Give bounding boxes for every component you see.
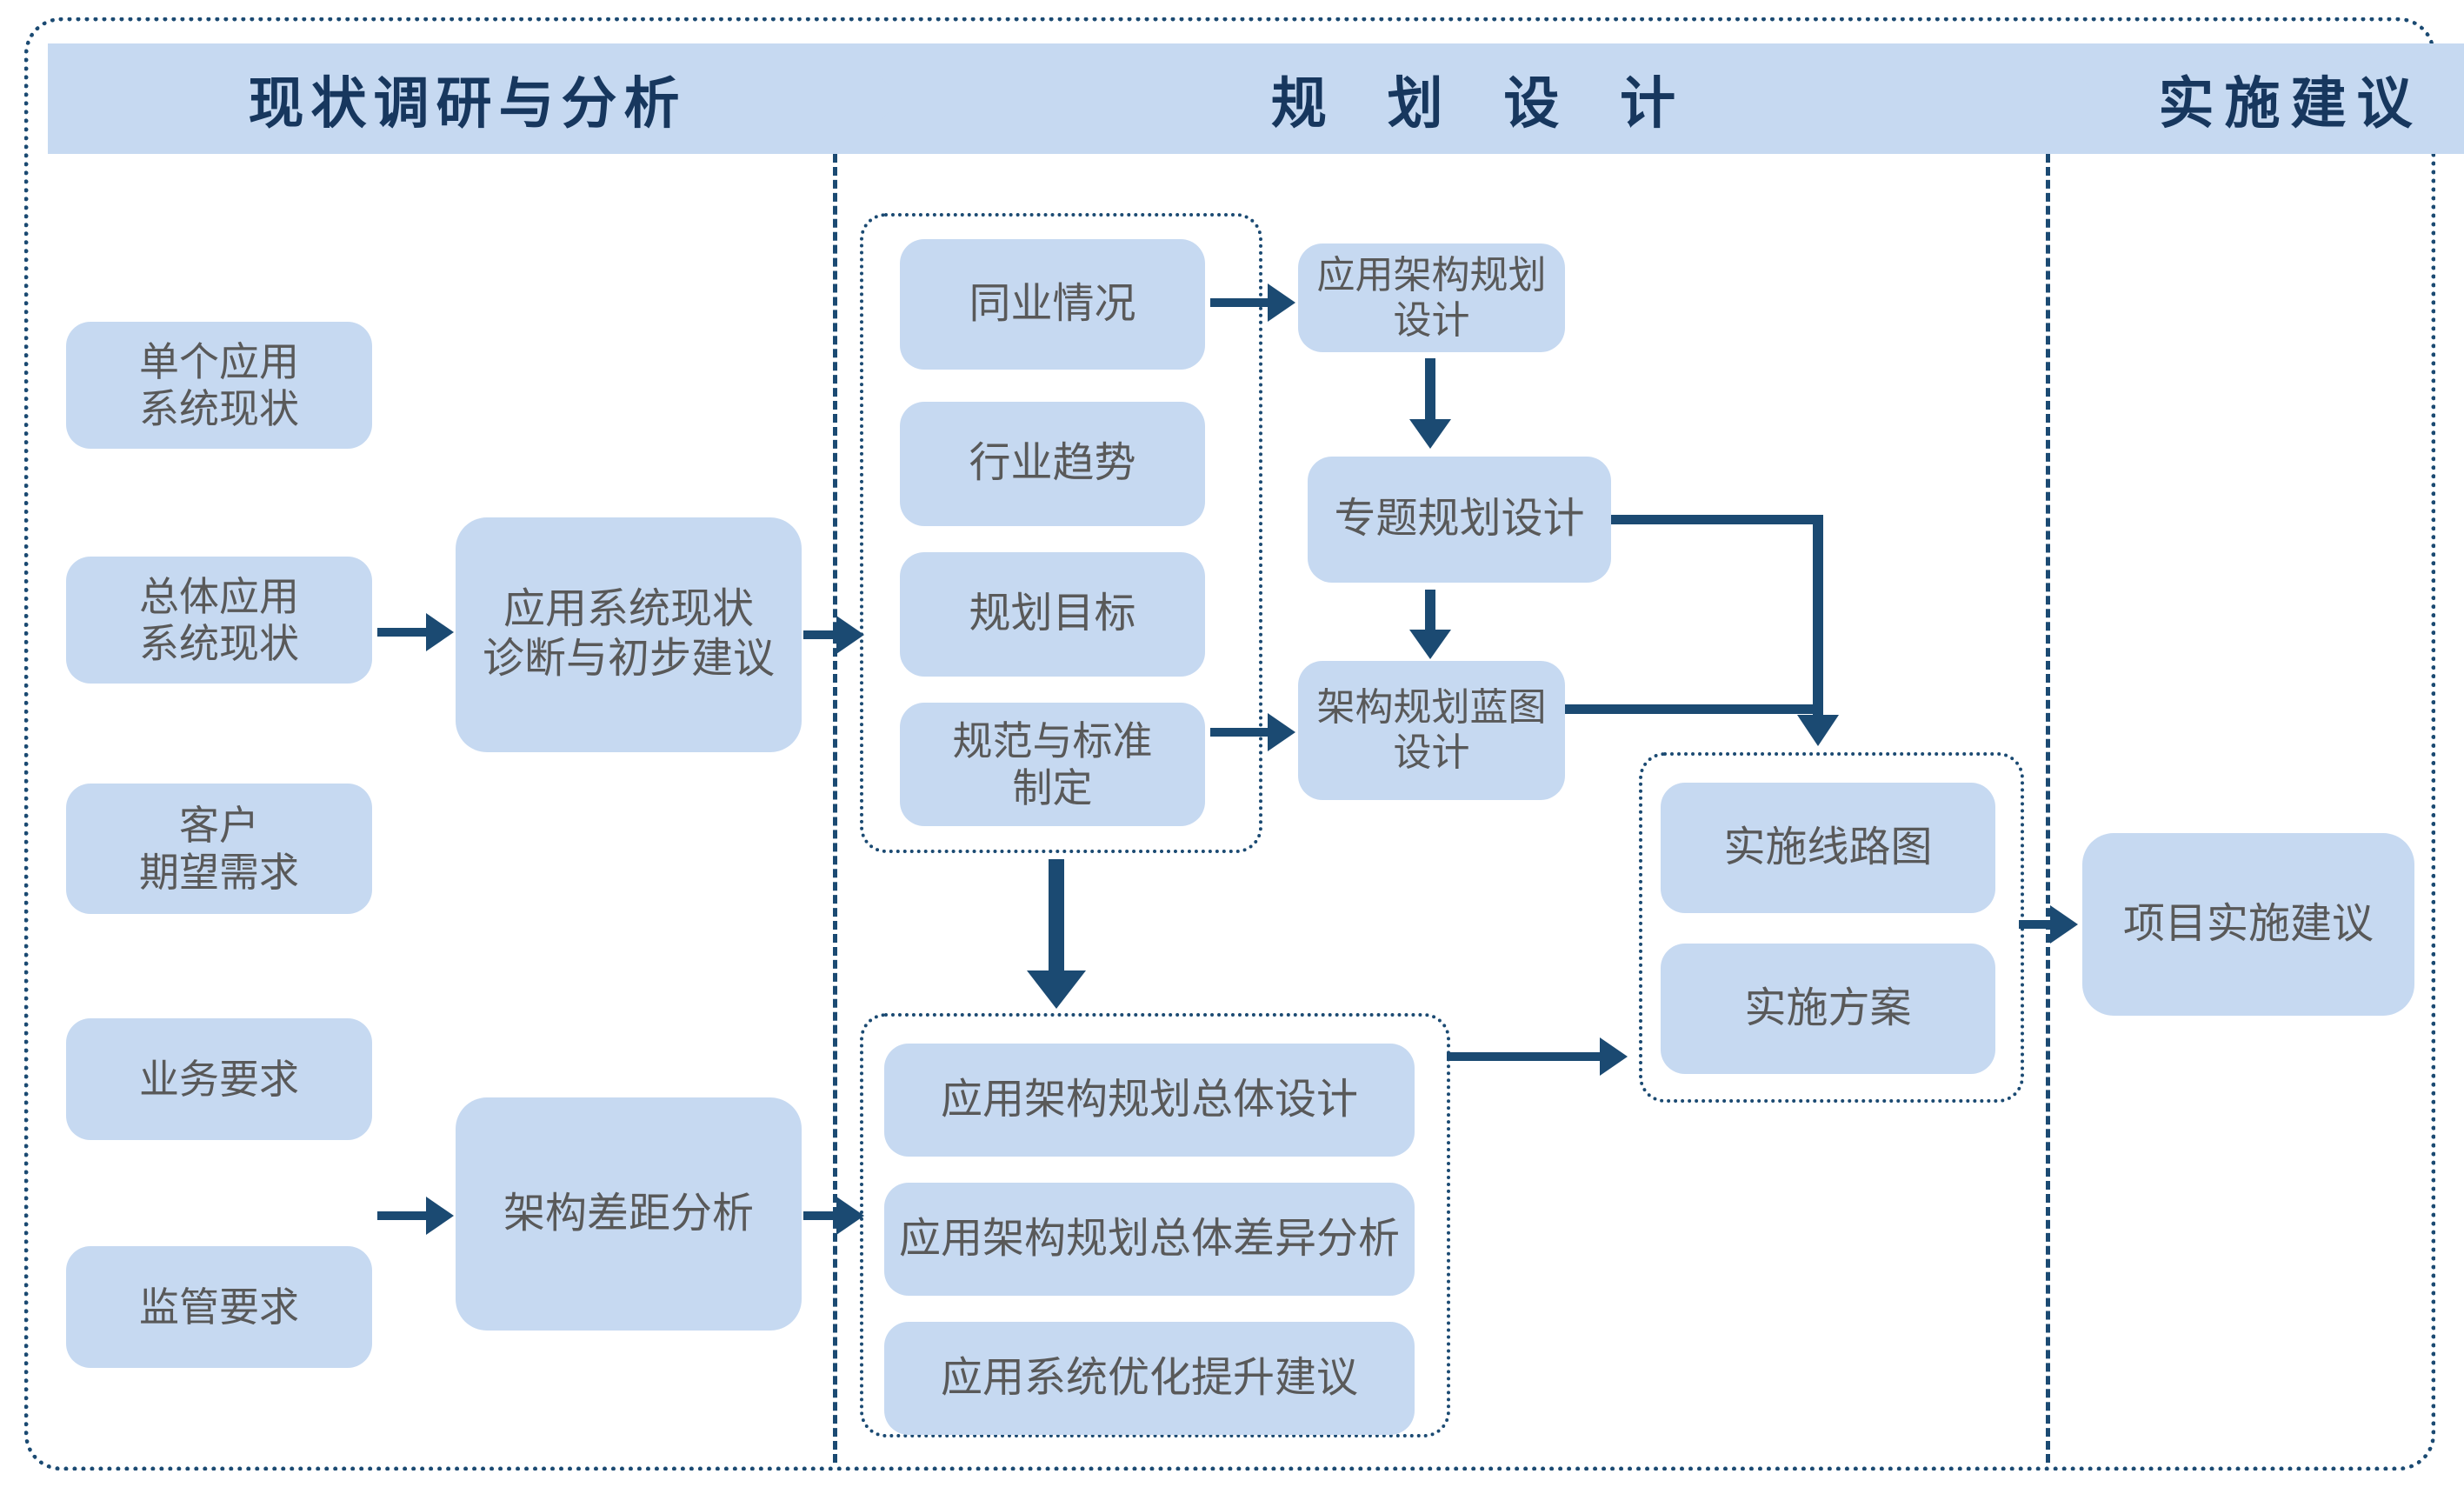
- diagram-outer-border: [24, 17, 2435, 1471]
- box-special-topic-planning: 专题规划设计: [1308, 457, 1611, 583]
- arrow-gap-to-overall-group: [803, 1197, 864, 1235]
- section-divider-2: [2046, 154, 2050, 1463]
- box-app-architecture-planning-design: 应用架构规划 设计: [1298, 243, 1565, 352]
- box-industry-trends: 行业趋势: [900, 402, 1205, 526]
- box-architecture-gap-analysis: 架构差距分析: [456, 1097, 802, 1331]
- box-regulatory-requirements: 监管要求: [66, 1246, 372, 1368]
- box-planning-goals: 规划目标: [900, 552, 1205, 677]
- header-phase-research: 现状调研与分析: [48, 43, 941, 154]
- header-phase-planning: 规 划 设 计: [848, 43, 2121, 154]
- header-phase-planning-label: 规 划 设 计: [1270, 71, 1699, 135]
- header-phase-implementation: 实施建议: [2048, 43, 2464, 154]
- connector-vertical-to-implementation-group: [1813, 515, 1823, 717]
- connector-blueprint-horizontal: [1565, 704, 1823, 714]
- connector-special-planning-horizontal: [1611, 515, 1823, 524]
- box-implementation-plan: 实施方案: [1661, 944, 1995, 1074]
- box-status-diagnosis: 应用系统现状 诊断与初步建议: [456, 517, 802, 752]
- header-phase-implementation-label: 实施建议: [2158, 71, 2423, 135]
- header-phase-research-label: 现状调研与分析: [248, 71, 687, 135]
- box-business-requirements: 业务要求: [66, 1018, 372, 1140]
- arrow-research-group-to-overall-group: [1027, 859, 1086, 1009]
- box-optimization-suggestions: 应用系统优化提升建议: [884, 1322, 1415, 1435]
- arrow-requirements-to-gap-analysis: [377, 1197, 454, 1235]
- box-overall-gap-analysis: 应用架构规划总体差异分析: [884, 1183, 1415, 1296]
- box-customer-expectation: 客户 期望需求: [66, 784, 372, 914]
- box-architecture-blueprint-design: 架构规划蓝图 设计: [1298, 661, 1565, 800]
- group-research-inputs: [860, 213, 1262, 853]
- box-overall-design: 应用架构规划总体设计: [884, 1044, 1415, 1157]
- box-standards-development: 规范与标准 制定: [900, 703, 1205, 826]
- connector-arrowhead-down-icon: [1797, 715, 1839, 746]
- section-divider-1: [833, 154, 837, 1463]
- box-peer-situation: 同业情况: [900, 239, 1205, 370]
- arrow-peer-to-arch-design: [1210, 283, 1295, 322]
- arrow-standards-to-blueprint: [1210, 713, 1295, 751]
- arrow-overall-group-to-implementation-group: [1447, 1037, 1628, 1076]
- arrow-special-planning-to-blueprint: [1409, 590, 1451, 659]
- box-single-app-status: 单个应用 系统现状: [66, 322, 372, 449]
- box-overall-app-status: 总体应用 系统现状: [66, 557, 372, 684]
- arrow-diagnosis-to-research-group: [803, 616, 864, 654]
- arrow-arch-design-to-special-planning: [1409, 358, 1451, 449]
- box-project-implementation-proposal: 项目实施建议: [2082, 833, 2414, 1016]
- arrow-implementation-to-proposal: [2019, 905, 2078, 944]
- box-implementation-roadmap: 实施线路图: [1661, 783, 1995, 913]
- arrow-overall-status-to-diagnosis: [377, 613, 454, 651]
